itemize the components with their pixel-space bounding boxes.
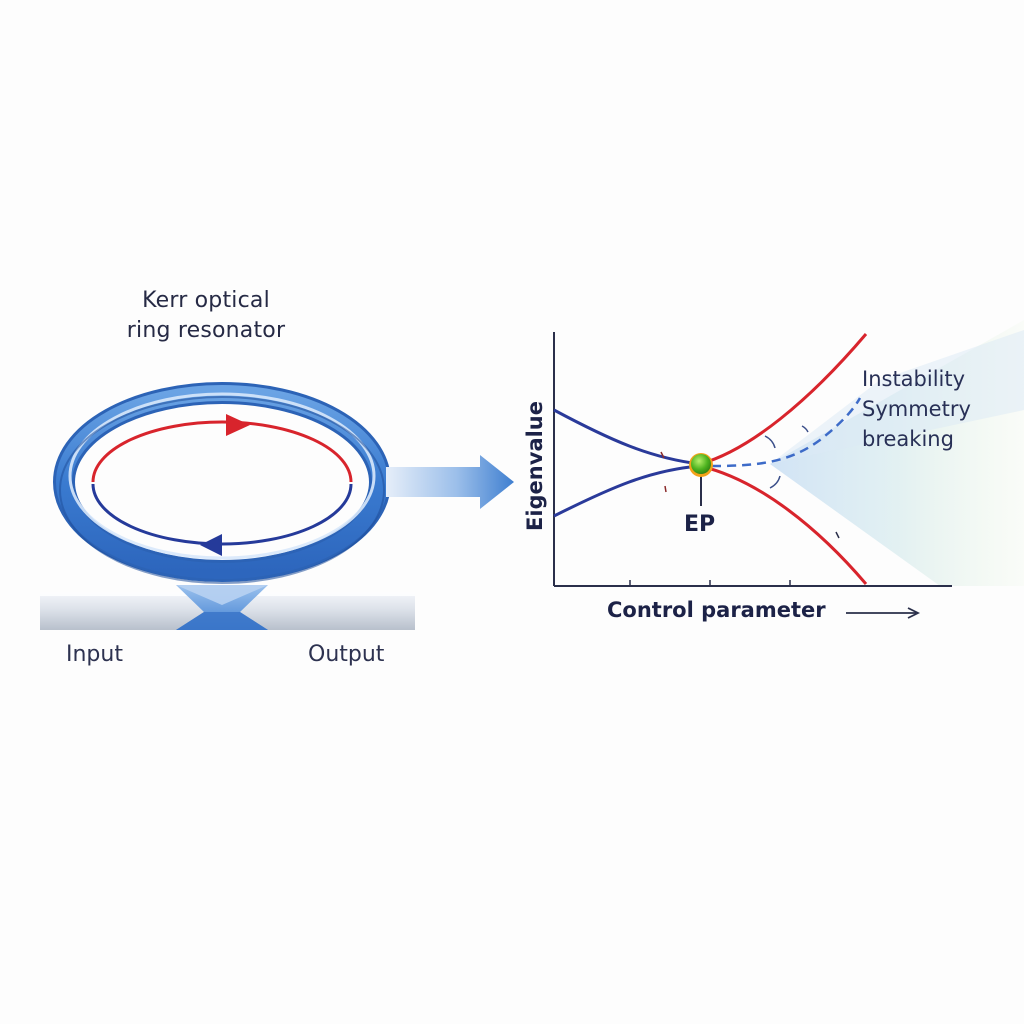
annotation-breaking: breaking (862, 427, 954, 451)
x-axis (554, 580, 952, 587)
annotation-instability: Instability (862, 367, 966, 391)
transition-arrow-icon (386, 455, 514, 509)
hint-arrows (660, 425, 840, 539)
resonator-title: Kerr optical ring resonator (96, 286, 316, 346)
x-axis-arrow-icon (846, 607, 921, 619)
blue-arrow-icon (200, 534, 222, 556)
resonator-title-line1: Kerr optical (142, 288, 270, 313)
exceptional-point-marker (689, 453, 713, 506)
upper-branch (553, 333, 868, 466)
ep-label: EP (684, 512, 716, 537)
instability-region (770, 320, 1024, 586)
x-axis-label: Control parameter (607, 598, 826, 622)
instability-annotation: Instability Symmetry breaking (862, 364, 971, 454)
clockwise-mode (91, 420, 353, 483)
annotation-symmetry: Symmetry (862, 397, 971, 421)
red-arrow-icon (226, 414, 250, 436)
y-axis-label: Eigenvalue (523, 400, 547, 532)
resonator-title-line2: ring resonator (126, 318, 286, 343)
lower-branch (553, 464, 868, 585)
symmetry-breaking-branch (711, 397, 862, 468)
ring-resonator (53, 382, 391, 584)
output-label: Output (308, 642, 385, 667)
plot-area (553, 320, 1024, 619)
input-label: Input (66, 642, 123, 667)
coupling-region (176, 585, 268, 630)
